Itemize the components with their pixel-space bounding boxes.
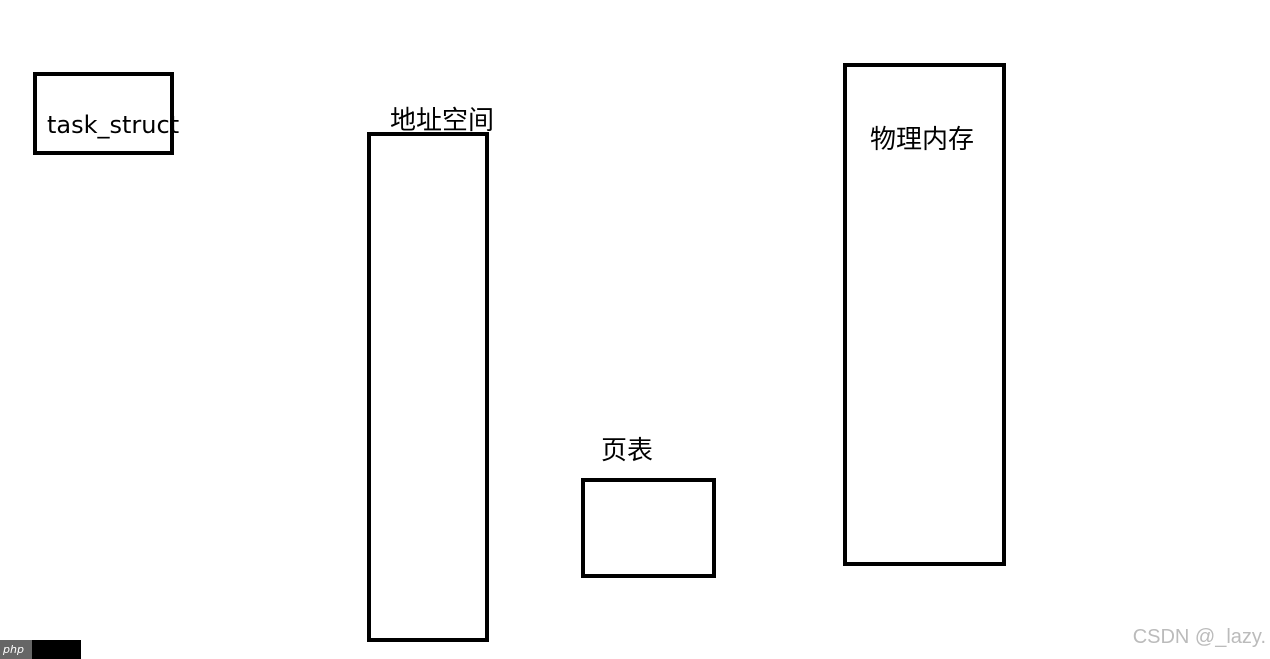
page-table-label: 页表 [601, 436, 654, 466]
physical-memory-box [843, 63, 1006, 566]
address-space-box [367, 132, 489, 642]
address-space-label: 地址空间 [390, 106, 495, 136]
task-struct-label: task_struct [47, 111, 180, 139]
php-badge: php [0, 640, 81, 659]
watermark: CSDN @_lazy. [1132, 626, 1266, 648]
task-struct-box [33, 72, 174, 155]
page-table-box [581, 478, 716, 578]
php-badge-label: php [0, 640, 32, 659]
physical-memory-label: 物理内存 [870, 125, 975, 155]
